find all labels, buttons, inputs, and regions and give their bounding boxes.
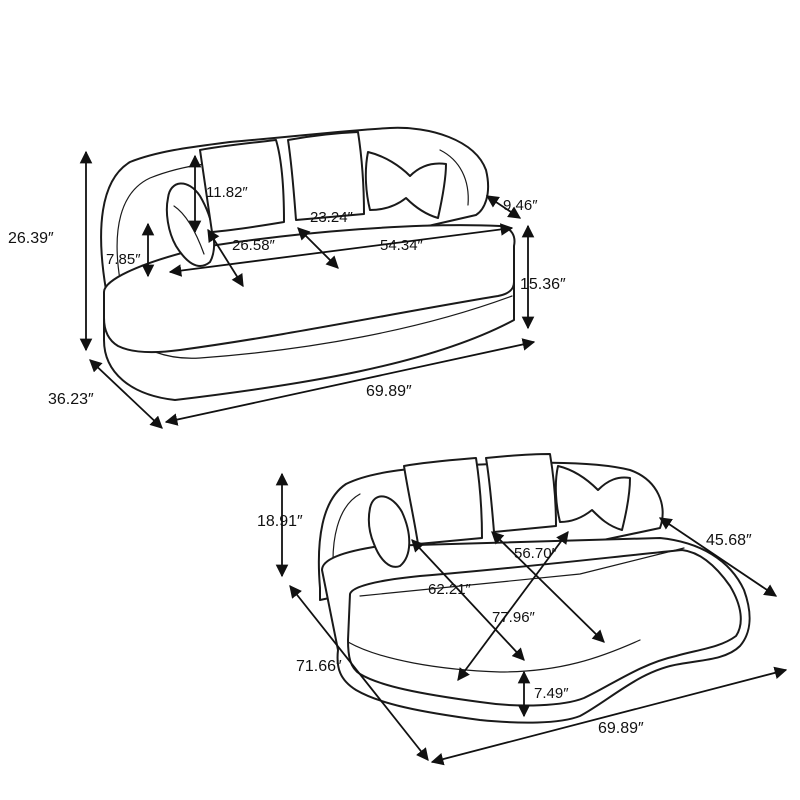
label-arm-width: 9.46″: [503, 197, 538, 214]
label-side-depth: 45.68″: [706, 532, 752, 549]
label-width: 69.89″: [366, 383, 412, 400]
label-inner-width: 56.70″: [514, 545, 558, 562]
label-diagonal: 77.96″: [492, 609, 536, 626]
label-seat-height: 15.36″: [520, 276, 566, 293]
bed-pillow-center: [485, 453, 557, 533]
top-dimension-labels: 26.39″ 11.82″ 9.46″ 23.24″ 26.58″ 54.34″…: [8, 184, 566, 408]
bottom-dimension-lines: [275, 472, 788, 766]
label-pillow-height: 11.82″: [206, 184, 248, 201]
sofa-bow-pillow: [364, 151, 447, 219]
label-bed-width: 69.89″: [598, 720, 644, 737]
label-seat-depth: 26.58″: [232, 237, 276, 254]
bed-bolster-pillow: [367, 495, 411, 568]
label-bed-depth: 71.66″: [296, 658, 342, 675]
label-seat-width: 54.34″: [380, 237, 424, 254]
label-back-height: 18.91″: [257, 513, 303, 530]
label-inner-depth: 62.21″: [428, 581, 472, 598]
label-depth: 36.23″: [48, 391, 94, 408]
bed-bow-pillow: [554, 465, 631, 531]
label-arm-height: 7.85″: [106, 251, 141, 268]
label-height: 26.39″: [8, 230, 54, 247]
sofa-pillow-left: [199, 139, 285, 233]
top-dimension-lines: [79, 150, 536, 429]
label-mattress-height: 7.49″: [534, 685, 569, 702]
label-pillow-width: 23.24″: [310, 209, 354, 226]
sofa-bed-drawing: [317, 453, 751, 724]
bottom-dimension-labels: 18.91″ 45.68″ 56.70″ 62.21″ 77.96″ 71.66…: [257, 513, 752, 737]
sofa-pillow-center: [287, 131, 365, 221]
bed-pillow-left: [403, 457, 483, 545]
